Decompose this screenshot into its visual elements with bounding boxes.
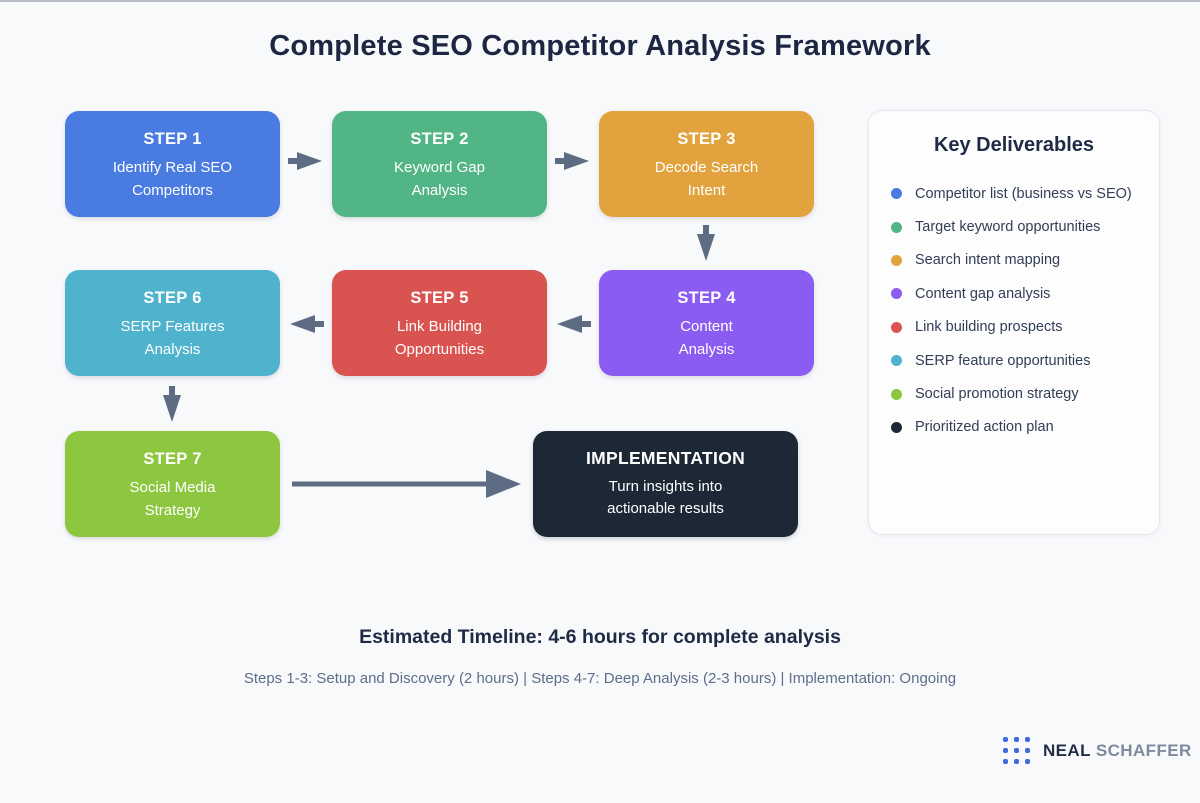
deliverable-label: Content gap analysis [915,285,1051,302]
deliverable-dot-navy [891,421,902,433]
implementation-description: Turn insights into actionable results [607,478,724,517]
arrow-left-step5-step6-icon [290,315,324,333]
implementation-box: IMPLEMENTATION Turn insights into action… [533,431,798,537]
deliverable-label: Social promotion strategy [915,386,1079,403]
deliverable-dot-red [891,321,902,333]
step-4-title: Content Analysis [678,318,735,358]
deliverable-item: Link building prospects [891,311,1143,344]
step-7-label: STEP 7 [143,450,202,468]
step-3-box: STEP 3 Decode Search Intent [599,111,814,217]
step-5-title: Link Building Opportunities [394,318,485,358]
deliverable-item: Prioritized action plan [891,411,1143,444]
deliverable-item: Social promotion strategy [891,377,1143,410]
deliverable-dot-purple [891,288,902,300]
step-5-label: STEP 5 [410,289,469,307]
step-4-box: STEP 4 Content Analysis [599,270,814,376]
deliverable-item: Search intent mapping [891,244,1143,277]
step-4-label: STEP 4 [677,289,736,307]
deliverable-label: SERP feature opportunities [915,352,1091,369]
arrow-right-step2-step3-icon [555,152,589,170]
step-6-title: SERP Features Analysis [120,318,225,358]
deliverable-dot-green [891,221,902,233]
step-6-box: STEP 6 SERP Features Analysis [65,270,280,376]
logo-last-name: SCHAFFER [1095,740,1192,760]
deliverable-dot-teal [891,355,902,367]
key-deliverables-title: Key Deliverables [933,134,1095,156]
key-deliverables-panel: Key Deliverables Competitor list (busine… [868,110,1160,535]
arrow-left-step4-step5-icon [557,315,591,333]
deliverable-label: Competitor list (business vs SEO) [915,185,1132,202]
logo-dot-grid-icon [1003,737,1030,764]
step-3-title: Decode Search Intent [654,159,759,199]
step-3-label: STEP 3 [677,130,736,148]
deliverable-dot-orange [891,254,902,266]
deliverable-label: Search intent mapping [915,252,1061,269]
page-title: Complete SEO Competitor Analysis Framewo… [269,30,931,62]
deliverable-label: Link building prospects [915,319,1063,336]
step-7-title: Social Media Strategy [129,479,216,519]
arrow-down-step6-step7-icon [163,386,181,422]
step-6-label: STEP 6 [143,289,202,307]
step-7-box: STEP 7 Social Media Strategy [65,431,280,537]
step-1-title: Identify Real SEO Competitors [112,159,233,199]
deliverable-item: SERP feature opportunities [891,344,1143,377]
deliverable-item: Content gap analysis [891,277,1143,310]
step-1-label: STEP 1 [143,130,202,148]
arrow-down-step3-step4-icon [697,225,715,261]
key-deliverables-list: Competitor list (business vs SEO) Target… [869,177,1159,444]
arrow-step7-implementation-icon [292,470,521,498]
deliverable-item: Competitor list (business vs SEO) [891,177,1143,210]
step-2-title: Keyword Gap Analysis [394,159,485,199]
deliverable-label: Prioritized action plan [915,419,1054,436]
timeline-details: Steps 1-3: Setup and Discovery (2 hours)… [243,670,957,687]
step-2-box: STEP 2 Keyword Gap Analysis [332,111,547,217]
deliverable-item: Target keyword opportunities [891,210,1143,243]
step-5-box: STEP 5 Link Building Opportunities [332,270,547,376]
deliverable-dot-blue [891,188,902,200]
step-2-label: STEP 2 [410,130,469,148]
step-1-box: STEP 1 Identify Real SEO Competitors [65,111,280,217]
timeline-heading: Estimated Timeline: 4-6 hours for comple… [359,626,841,648]
deliverable-dot-lime [891,388,902,400]
implementation-label: IMPLEMENTATION [585,448,746,468]
logo-first-name: NEAL [1043,740,1091,760]
arrow-right-step1-step2-icon [288,152,322,170]
deliverable-label: Target keyword opportunities [915,219,1101,236]
